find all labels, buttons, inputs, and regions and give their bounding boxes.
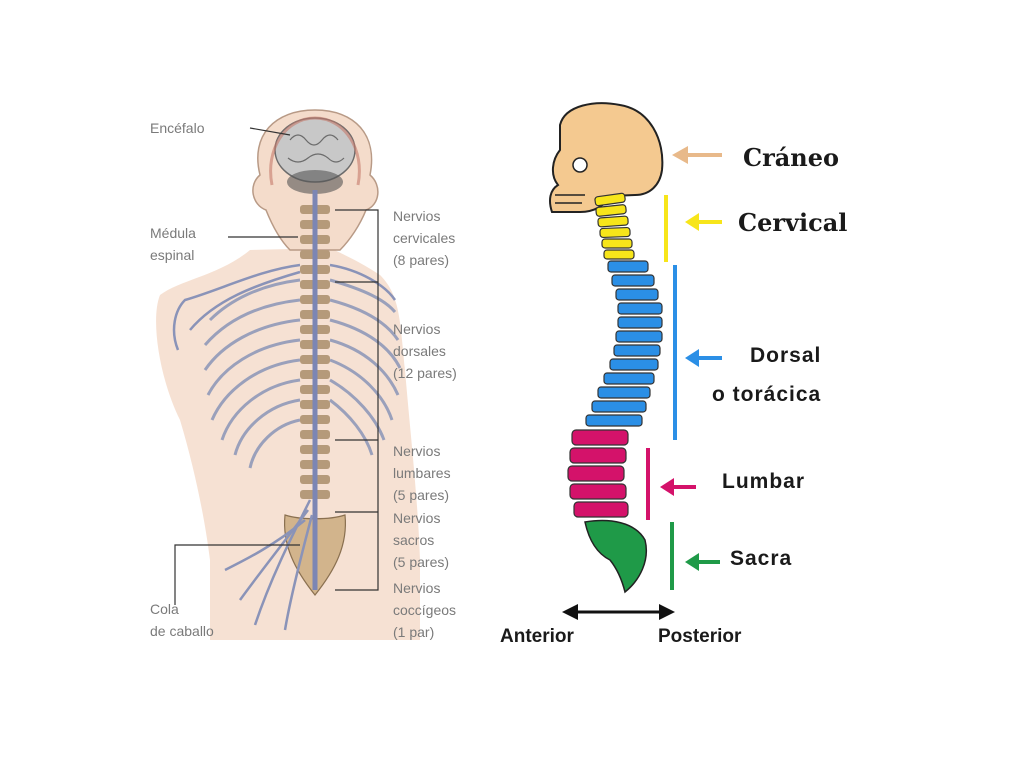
label-nervios-cervicales: Nervios cervicales (8 pares) bbox=[393, 205, 455, 271]
body-silhouette bbox=[156, 248, 420, 640]
label-dorsales-line1: Nervios bbox=[393, 321, 441, 337]
label-sacra: Sacra bbox=[730, 547, 793, 570]
label-lumbares-line2: lumbares bbox=[393, 465, 451, 481]
label-posterior: Posterior bbox=[658, 626, 742, 647]
label-cervicales-line2: cervicales bbox=[393, 230, 456, 246]
dorsal-arrow bbox=[685, 349, 722, 367]
label-cervicales-line1: Nervios bbox=[393, 208, 441, 224]
label-coccigeos-line1: Nervios bbox=[393, 580, 441, 596]
label-encefalo: Encéfalo bbox=[150, 120, 205, 136]
label-coccigeos-line2: coccígeos bbox=[393, 602, 457, 618]
ribs bbox=[203, 278, 402, 469]
cervical-vertebrae bbox=[594, 192, 635, 260]
label-lumbares-line3: (5 pares) bbox=[393, 487, 450, 503]
spine-illustration: Cráneo Cervical Dorsal o torácica Lumbar… bbox=[500, 0, 1024, 768]
label-craneo: Cráneo bbox=[743, 143, 840, 172]
label-o-toracica: o torácica bbox=[712, 383, 822, 406]
leader-lines bbox=[174, 127, 379, 605]
label-dorsales-line3: (12 pares) bbox=[393, 365, 457, 381]
anterior-posterior-arrow bbox=[562, 604, 675, 620]
label-nervios-coccigeos: Nervios coccígeos (1 par) bbox=[393, 577, 456, 643]
label-medula: Médula espinal bbox=[150, 222, 196, 266]
lumbar-arrow bbox=[660, 478, 696, 496]
label-sacros-line1: Nervios bbox=[393, 510, 441, 526]
lumbar-vertebrae bbox=[567, 429, 629, 518]
cervical-arrow bbox=[685, 213, 722, 231]
arm-nerves bbox=[172, 263, 397, 351]
sacrum-coccyx bbox=[584, 519, 647, 594]
label-cervicales-line3: (8 pares) bbox=[393, 252, 450, 268]
label-cola-line1: Cola bbox=[150, 601, 179, 617]
cauda-equina bbox=[224, 499, 314, 631]
label-sacros-line3: (5 pares) bbox=[393, 554, 450, 570]
label-nervios-sacros: Nervios sacros (5 pares) bbox=[393, 507, 449, 573]
label-dorsal: Dorsal bbox=[750, 344, 822, 367]
nervous-system-svg bbox=[156, 109, 420, 640]
label-nervios-lumbares: Nervios lumbares (5 pares) bbox=[393, 440, 451, 506]
label-lumbares-line1: Nervios bbox=[393, 443, 441, 459]
label-cola-line2: de caballo bbox=[150, 623, 214, 639]
sacra-arrow bbox=[685, 553, 720, 571]
craneo-arrow bbox=[672, 146, 722, 164]
label-coccigeos-line3: (1 par) bbox=[393, 624, 435, 640]
label-nervios-dorsales: Nervios dorsales (12 pares) bbox=[393, 318, 457, 384]
label-lumbar: Lumbar bbox=[722, 470, 806, 493]
label-medula-line1: Médula bbox=[150, 225, 196, 241]
dorsal-vertebrae bbox=[585, 260, 663, 427]
label-sacros-line2: sacros bbox=[393, 532, 435, 548]
nervous-system-illustration: Encéfalo Médula espinal Nervios cervical… bbox=[0, 0, 500, 768]
skull bbox=[549, 102, 664, 213]
label-cola-de-caballo: Cola de caballo bbox=[150, 598, 214, 642]
label-anterior: Anterior bbox=[500, 626, 574, 647]
label-dorsales-line2: dorsales bbox=[393, 343, 446, 359]
spine-svg bbox=[549, 102, 722, 620]
label-cervical: Cervical bbox=[738, 208, 848, 237]
label-medula-line2: espinal bbox=[150, 247, 195, 263]
